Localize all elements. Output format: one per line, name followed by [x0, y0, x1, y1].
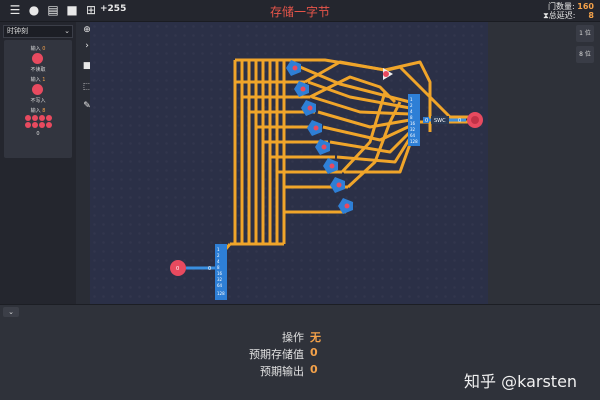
8-bit-button[interactable]: 8 位 — [576, 46, 594, 63]
watermark: 知乎 @karsten — [464, 372, 578, 391]
output-bit-label: 2 — [410, 103, 413, 108]
circuit-canvas[interactable]: 1 2 4 8 16 32 64 128 0 SWC 0 1 2 4 8 16 … — [90, 22, 488, 304]
input-read-component[interactable] — [32, 53, 43, 64]
input-bit-label: 1 — [217, 247, 220, 252]
component-caption: 不写入 — [30, 98, 46, 104]
output-bit-label: 128 — [410, 139, 418, 144]
save-icon[interactable]: ■ — [66, 3, 78, 17]
component-list: 输入 0 不读取 输入 1 不写入 输入 8 0 — [4, 40, 72, 158]
document-icon[interactable]: ▤ — [47, 3, 59, 17]
output-bit-label: 1 — [410, 97, 413, 102]
input-bit-label: 128 — [217, 291, 225, 296]
stats-panel: 门数量: 160 ⧗总延迟: 8 — [543, 2, 594, 20]
menu-icon[interactable]: ☰ — [9, 3, 21, 17]
score-counter: +255 — [100, 4, 127, 14]
component-label: 输入 0 — [30, 46, 46, 52]
1-bit-button[interactable]: 1 位 — [576, 25, 594, 42]
input-write-component[interactable] — [32, 84, 43, 95]
register-gates — [286, 60, 353, 214]
input-bit-label: 8 — [217, 265, 220, 270]
component-sidebar: 时钟刻⌄ 输入 0 不读取 输入 1 不写入 输入 8 0 — [0, 22, 76, 304]
component-label: 输入 1 — [30, 77, 46, 83]
switch-label: SWC — [434, 118, 446, 124]
hourglass-icon: ⧗ — [543, 11, 549, 20]
top-bar: ☰ ● ▤ ■ ⊞ +255 存储一字节 门数量: 160 ⧗总延迟: 8 — [0, 0, 600, 22]
wires — [223, 58, 475, 297]
zoom-in-icon[interactable]: ⊕ — [83, 25, 91, 35]
hierarchy-icon[interactable]: ⊞ — [85, 3, 97, 17]
input-bit-label: 4 — [217, 259, 220, 264]
output-value: 0 — [458, 118, 461, 124]
output-bit-label: 16 — [410, 121, 416, 126]
component-caption: 不读取 — [30, 67, 46, 73]
input-bit-label: 32 — [217, 277, 223, 282]
gate-count-stat: 门数量: 160 — [548, 2, 594, 11]
input-bit-label: 16 — [217, 271, 223, 276]
component-category-dropdown[interactable]: 时钟刻⌄ — [3, 25, 73, 38]
arrow-icon[interactable]: › — [85, 41, 89, 51]
component-label: 输入 8 — [30, 108, 46, 114]
input-value: 0 — [176, 266, 179, 272]
component-caption: 0 — [36, 131, 40, 137]
delay-stat: ⧗总延迟: 8 — [543, 11, 594, 20]
select-icon[interactable]: ⬚ — [82, 82, 92, 92]
byte-maker-component — [408, 94, 420, 146]
circuit-drawing: 1 2 4 8 16 32 64 128 0 SWC 0 1 2 4 8 16 … — [170, 58, 483, 300]
input-pin — [170, 260, 186, 276]
input-bit-label: 64 — [217, 283, 223, 288]
stop-icon[interactable]: ■ — [82, 61, 92, 71]
right-panel: 1 位 8 位 — [488, 22, 600, 304]
tool-column: ⊕ › ■ ⬚ ✎ — [77, 22, 97, 122]
chevron-down-icon[interactable]: ⌄ — [3, 307, 19, 317]
output-bit-label: 4 — [410, 109, 413, 114]
output-bit-label: 8 — [410, 115, 413, 120]
input-value: 0 — [208, 266, 211, 272]
output-bit-label: 32 — [410, 127, 416, 132]
byte-splitter-component — [215, 244, 227, 300]
chat-icon[interactable]: ● — [28, 3, 40, 17]
output-value: 0 — [425, 118, 428, 124]
chevron-down-icon: ⌄ — [64, 27, 70, 35]
input-bit-label: 2 — [217, 253, 220, 258]
output-bit-label: 64 — [410, 133, 416, 138]
pencil-icon[interactable]: ✎ — [83, 101, 91, 111]
